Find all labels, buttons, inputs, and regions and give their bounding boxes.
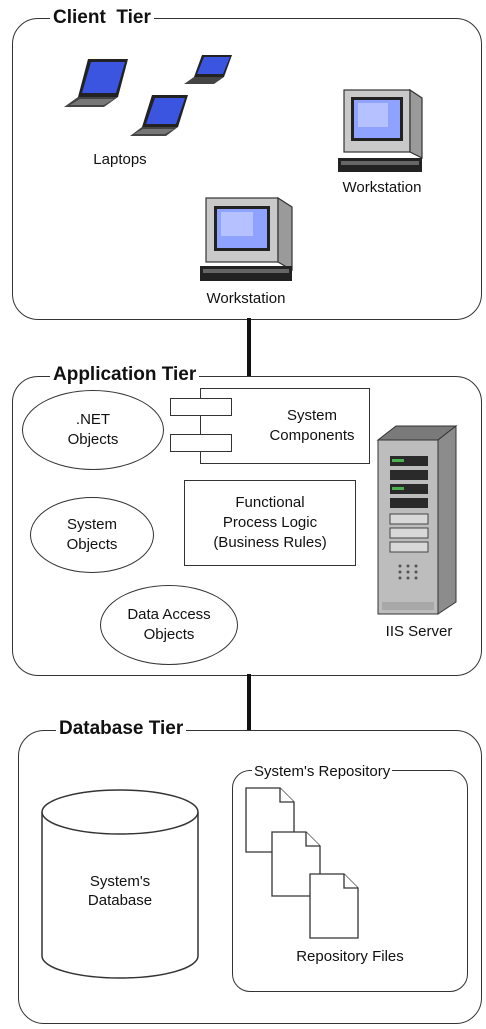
iis-server-label: IIS Server bbox=[385, 623, 453, 640]
application-tier-title: Application Tier bbox=[50, 364, 200, 386]
component-port-bottom bbox=[170, 434, 232, 452]
system-components-label: System Components bbox=[269, 407, 355, 444]
repository-files-label: Repository Files bbox=[296, 948, 404, 965]
tier-connector bbox=[247, 674, 251, 730]
system-objects-oval: System Objects bbox=[30, 497, 154, 573]
laptops-icon bbox=[64, 55, 232, 136]
functional-process-logic-box: Functional Process Logic (Business Rules… bbox=[184, 480, 356, 566]
database-tier-title: Database Tier bbox=[56, 718, 187, 740]
workstation-label-1: Workstation bbox=[342, 179, 422, 196]
net-objects-oval: .NET Objects bbox=[22, 390, 164, 470]
database-label: System's Database bbox=[87, 873, 153, 909]
repository-files-icon bbox=[245, 787, 359, 939]
functional-process-logic-label: Functional Process Logic (Business Rules… bbox=[213, 494, 327, 551]
data-access-objects-oval: Data Access Objects bbox=[100, 585, 238, 665]
component-port-top bbox=[170, 398, 232, 416]
tier-connector bbox=[247, 318, 251, 376]
repository-title: System's Repository bbox=[252, 762, 393, 781]
workstation-icon bbox=[200, 196, 293, 281]
laptops-label: Laptops bbox=[93, 151, 147, 168]
client-tier-title: Client Tier bbox=[50, 7, 154, 29]
workstation-icon bbox=[338, 88, 423, 172]
server-icon bbox=[376, 424, 458, 615]
database-cylinder-icon bbox=[41, 789, 199, 979]
workstation-label-2: Workstation bbox=[206, 290, 286, 307]
